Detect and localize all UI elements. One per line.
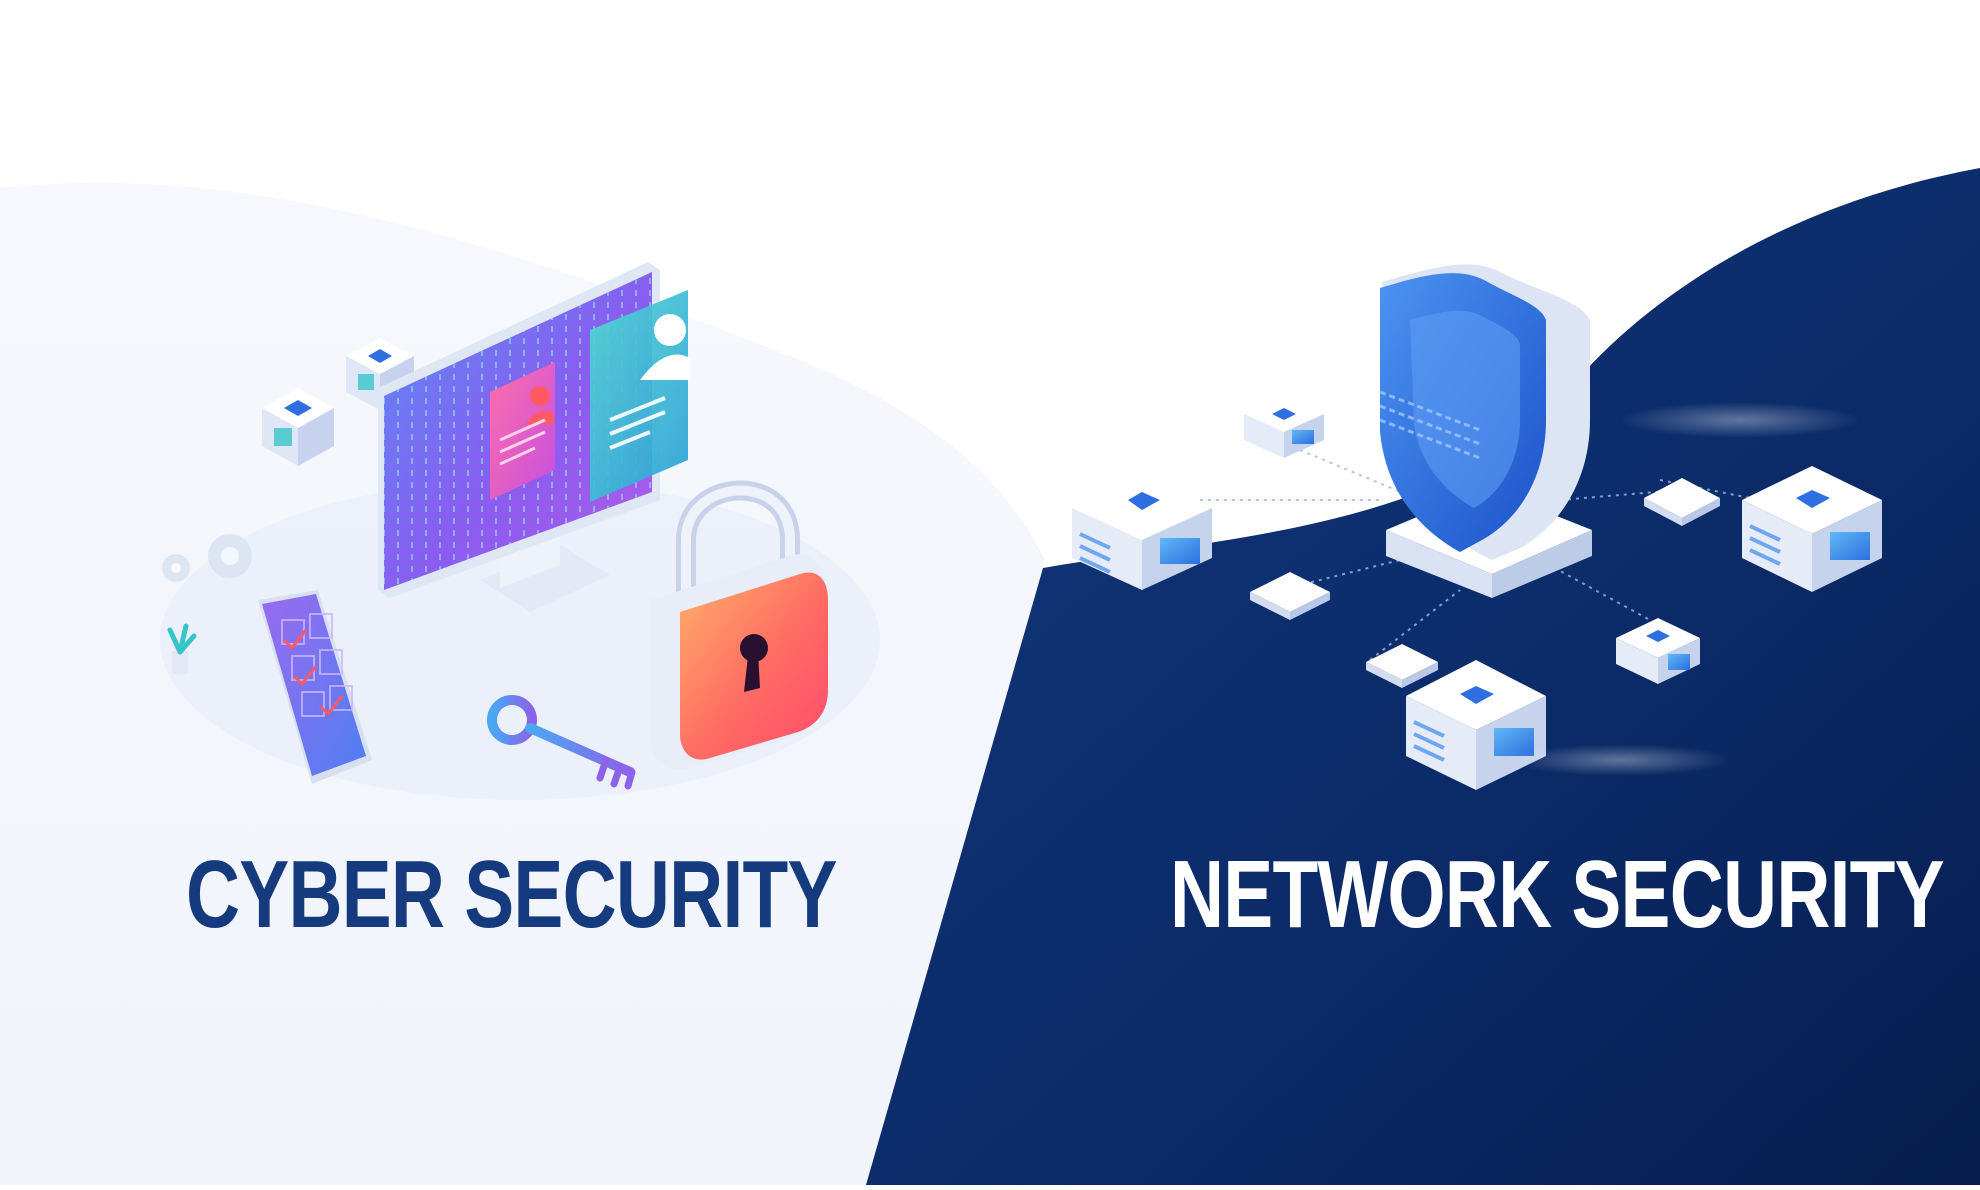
smartphone-icon [258, 590, 372, 784]
server-icon [1072, 476, 1212, 590]
server-icon [1244, 396, 1324, 458]
chip-icon [1250, 572, 1330, 620]
plant-icon [167, 623, 197, 674]
network-security-title: NETWORK SECURITY [1170, 841, 1945, 948]
chip-icon [1644, 478, 1720, 526]
cyber-security-title: CYBER SECURITY [186, 841, 837, 948]
key-icon [487, 695, 636, 790]
cyber-illustration [160, 262, 880, 800]
chip-icon [1366, 644, 1438, 688]
network-illustration [1072, 264, 1882, 790]
id-card-icon [490, 362, 555, 500]
server-icon [1616, 618, 1700, 684]
gear-icon [162, 534, 252, 582]
shield-icon [1379, 264, 1592, 598]
monitor-icon [378, 262, 690, 612]
user-profile-panel [590, 290, 690, 502]
server-icon [1406, 660, 1546, 790]
server-icon [1742, 466, 1882, 592]
padlock-icon [650, 480, 828, 770]
cube-icon [262, 388, 334, 466]
